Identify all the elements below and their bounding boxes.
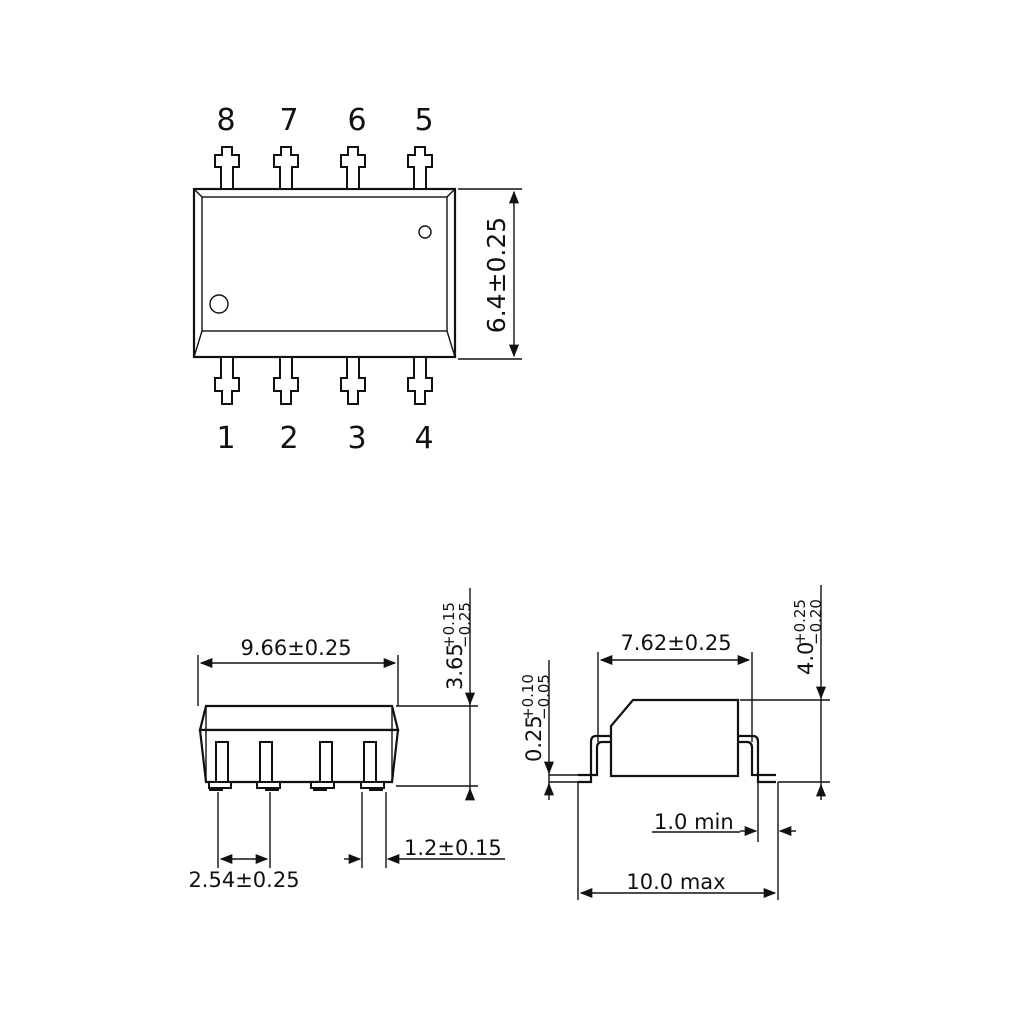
pin-number: 8 (216, 103, 235, 138)
width-dimension-label: 6.4±0.25 (482, 217, 511, 333)
pin-lead (214, 356, 240, 405)
pin-number: 7 (279, 103, 298, 138)
pin-lead (340, 146, 366, 190)
pin-lead (256, 741, 281, 791)
pin-lead (208, 741, 232, 791)
height-tolerance-upper: +0.15 (440, 602, 458, 648)
side-height-tolerance-lower: −0.20 (807, 599, 825, 645)
pin-lead (273, 146, 299, 190)
top-view: 8 7 6 5 1 2 3 4 6.4±0.25 (192, 103, 522, 456)
pin-number: 5 (414, 103, 433, 138)
gull-wing-lead-right (738, 734, 776, 784)
side-height-tolerance-upper: +0.25 (791, 599, 809, 645)
ejector-mark (418, 225, 432, 239)
front-view: 9.66±0.25 3.65 +0.15 −0.25 2.54±0.25 1.2… (188, 588, 505, 892)
standoff-dimension-label: 1.0 min (654, 810, 734, 834)
pin-number: 6 (347, 103, 366, 138)
pin-number: 2 (279, 421, 298, 456)
pin-lead (407, 146, 433, 190)
package-body-front (198, 704, 400, 732)
height-tolerance-lower: −0.25 (456, 602, 474, 648)
gull-wing-lead-left (578, 734, 611, 784)
side-height-dimension-label: 4.0 (794, 642, 818, 675)
lead-thickness-tolerance-lower: −0.05 (535, 674, 553, 720)
pin-lead (214, 146, 240, 190)
length-dimension-label: 9.66±0.25 (240, 636, 351, 660)
pin-lead (310, 741, 335, 791)
pin-lead (407, 356, 433, 405)
overall-width-dimension-label: 10.0 max (626, 870, 725, 894)
lead-thickness-dimension-label: 0.25 (522, 715, 546, 762)
pin-lead (360, 741, 385, 791)
pitch-dimension-label: 2.54±0.25 (188, 868, 299, 892)
package-body-side (609, 698, 740, 778)
side-view: 7.62±0.25 0.25 +0.10 −0.05 4.0 +0.25 −0.… (519, 585, 830, 900)
pin-number: 3 (347, 421, 366, 456)
pin-number: 4 (414, 421, 433, 456)
package-body-inner-edge (201, 196, 448, 332)
height-dimension-label: 3.65 (443, 643, 467, 690)
pin-number: 1 (216, 421, 235, 456)
package-body (192, 187, 457, 359)
pin-lead (273, 356, 299, 405)
row-spacing-dimension-label: 7.62±0.25 (620, 631, 731, 655)
pin-lead (340, 356, 366, 405)
lead-width-dimension-label: 1.2±0.15 (404, 836, 502, 860)
lead-thickness-tolerance-upper: +0.10 (519, 674, 537, 720)
pin1-marker-dot (209, 294, 229, 314)
